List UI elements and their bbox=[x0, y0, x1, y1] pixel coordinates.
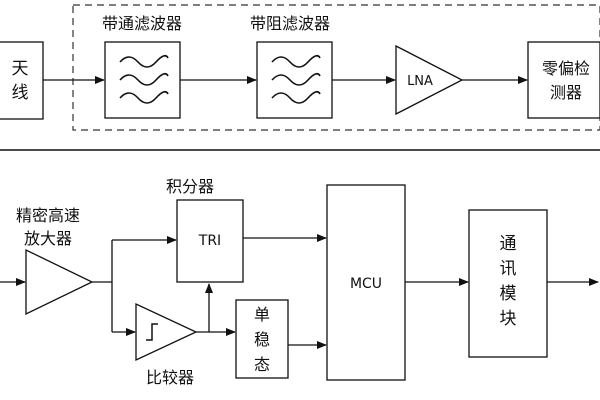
monostable-label-3: 态 bbox=[254, 355, 270, 374]
bandstop-wave-icon bbox=[271, 54, 321, 104]
bandstop-title: 带阻滤波器 bbox=[250, 14, 330, 33]
comparator bbox=[135, 302, 198, 362]
monostable-box bbox=[235, 299, 289, 379]
dashed-frame bbox=[72, 4, 600, 131]
integrator-box bbox=[176, 199, 244, 283]
comm-module-box bbox=[468, 209, 548, 358]
detector-label-2: 测器 bbox=[550, 83, 582, 102]
integrator-title: 积分器 bbox=[166, 177, 214, 196]
tri-label: TRI bbox=[198, 233, 221, 249]
bandpass-filter-box bbox=[104, 41, 181, 119]
antenna-label-2: 线 bbox=[12, 83, 29, 103]
comm-label-2: 讯 bbox=[500, 259, 517, 279]
monostable-label-1: 单 bbox=[254, 305, 270, 324]
amp-label-1: 精密高速 bbox=[16, 206, 80, 225]
comm-label-4: 块 bbox=[500, 309, 517, 329]
bandpass-wave-icon bbox=[119, 54, 169, 104]
comm-label-1: 通 bbox=[500, 234, 517, 254]
bandpass-title: 带通滤波器 bbox=[102, 14, 182, 33]
antenna-box bbox=[0, 41, 44, 120]
mcu-label: MCU bbox=[350, 276, 382, 292]
antenna-label-1: 天 bbox=[12, 59, 29, 79]
comm-label-3: 模 bbox=[500, 284, 517, 304]
detector-label-1: 零偏检 bbox=[542, 59, 590, 78]
detector-box bbox=[527, 41, 600, 119]
lna-label: LNA bbox=[407, 74, 433, 89]
bandstop-filter-box bbox=[256, 41, 333, 119]
mcu-box bbox=[326, 184, 406, 381]
amp-label-2: 放大器 bbox=[24, 229, 72, 248]
monostable-label-2: 稳 bbox=[254, 330, 270, 349]
schmitt-trigger-icon bbox=[146, 323, 158, 341]
precision-amplifier bbox=[25, 248, 94, 316]
comparator-label: 比较器 bbox=[146, 368, 194, 387]
lna-amplifier bbox=[395, 44, 464, 116]
